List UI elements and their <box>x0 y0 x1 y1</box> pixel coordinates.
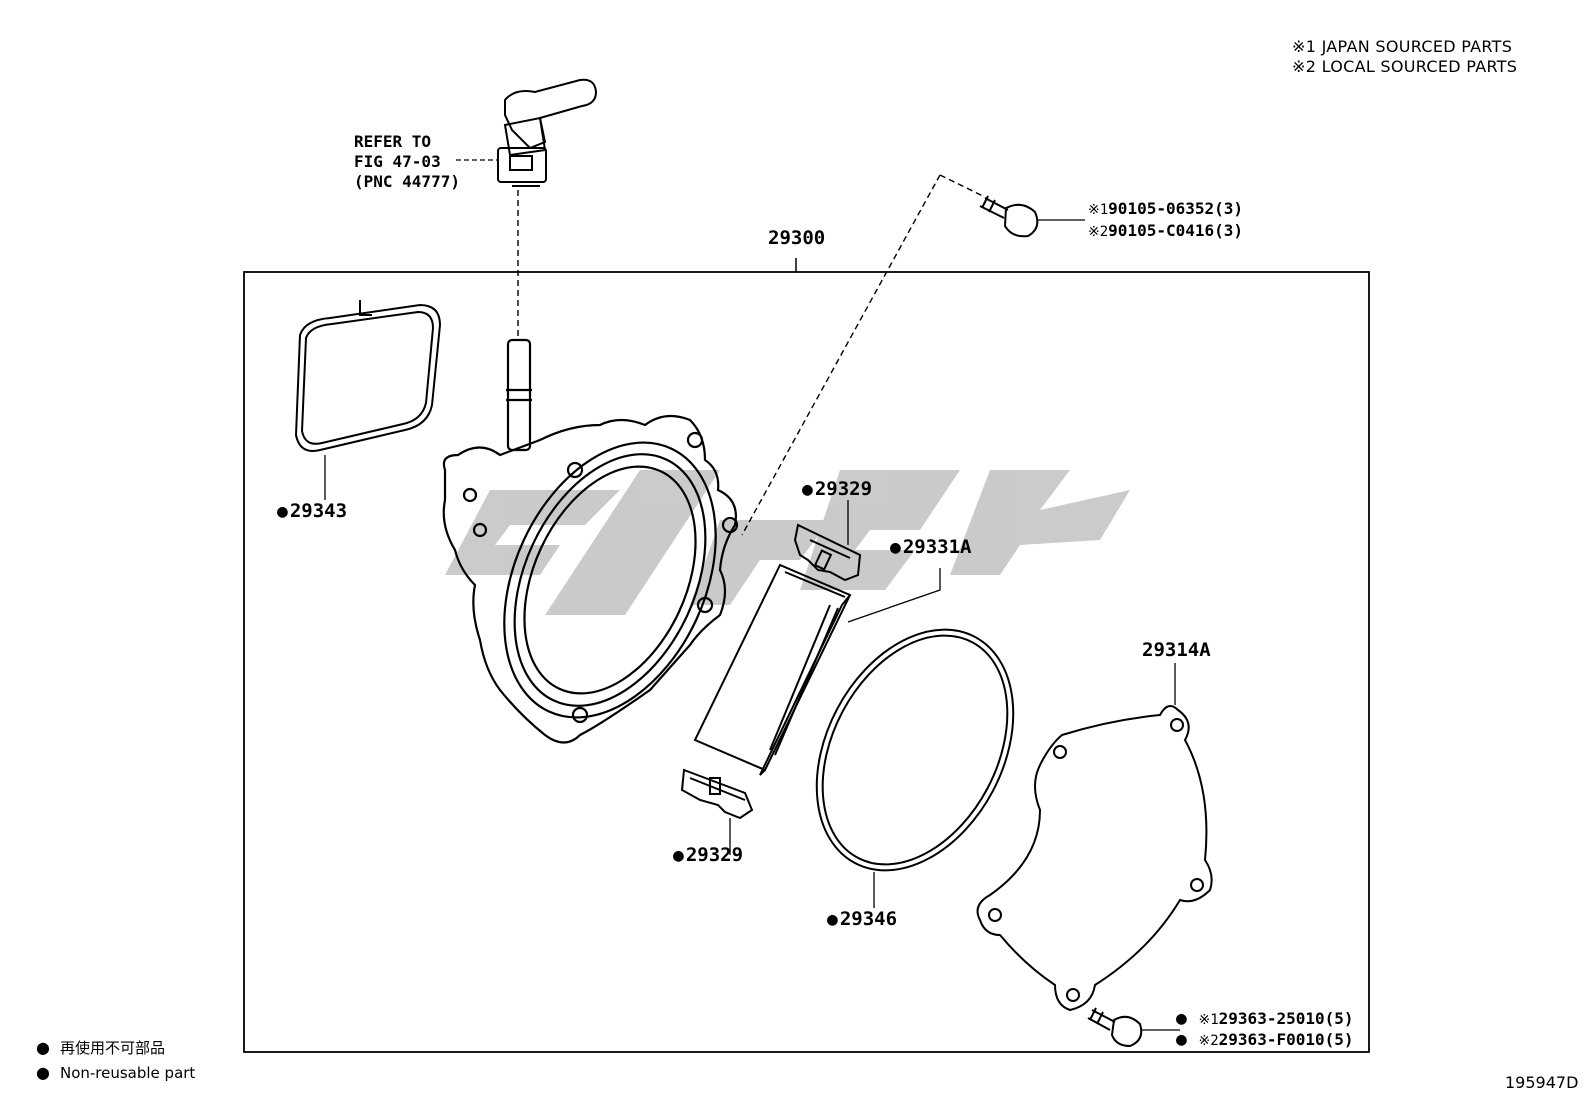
legend-bullet-icon: ● <box>36 1063 50 1082</box>
bolt-top-pn-1: ※190105-06352(3) <box>1088 199 1243 220</box>
bolt-bottom-sym-2: ※2 <box>1198 1033 1219 1049</box>
bolt-bottom-pn-2: ※229363-F0010(5) <box>1176 1030 1354 1051</box>
pump-housing <box>442 338 739 744</box>
refer-line-2: FIG 47-03 <box>354 152 441 171</box>
bolt-top-sym-2: ※2 <box>1088 224 1109 240</box>
assembly-label: 29300 <box>768 227 826 249</box>
bolt-top-pn-2-text: 90105-C0416(3) <box>1108 221 1244 240</box>
bolt-bottom-sym-1: ※1 <box>1198 1012 1219 1028</box>
part-label-29329-bottom: 29329 <box>673 846 743 865</box>
cover-29314A <box>976 705 1213 1012</box>
part-label-29346: 29346 <box>827 910 897 929</box>
watermark-logo <box>445 470 1130 615</box>
part-label-29343: 29343 <box>277 502 347 521</box>
bolt-dashed-line-2 <box>939 174 986 198</box>
legend-en: ● Non-reusable part <box>36 1063 195 1082</box>
o-ring-29346 <box>815 628 1015 872</box>
bolt-top-pn-1-text: 90105-06352(3) <box>1108 199 1244 218</box>
gasket-29343 <box>294 300 442 452</box>
note-japan-sourced: ※1 JAPAN SOURCED PARTS <box>1292 37 1513 56</box>
vane-29331A <box>693 563 852 776</box>
bolt-bottom-pn-2-text: 29363-F0010(5) <box>1218 1030 1354 1049</box>
bolt-bottom-pn-1-text: 29363-25010(5) <box>1218 1009 1354 1028</box>
hose-connector <box>497 78 598 187</box>
bolt-bottom <box>1087 1007 1143 1048</box>
part-label-29314A: 29314A <box>1142 639 1211 661</box>
bolt-top-pn-2: ※290105-C0416(3) <box>1088 221 1243 242</box>
rotor-seal-29329-top <box>793 523 862 582</box>
leader-29331A <box>847 568 941 623</box>
rotor-seal-29329-bottom <box>680 768 754 820</box>
part-label-29331A: 29331A <box>890 538 972 557</box>
legend-bullet-icon: ● <box>36 1038 50 1057</box>
bolt-top <box>979 195 1039 238</box>
legend-en-text: Non-reusable part <box>59 1064 196 1082</box>
part-label-29329-top: 29329 <box>802 480 872 499</box>
legend-jp: ● 再使用不可部品 <box>36 1037 165 1058</box>
bolt-dashed-line <box>741 174 941 536</box>
assembly-frame <box>243 271 1370 1053</box>
figure-id: 195947D <box>1505 1073 1579 1092</box>
refer-line-3: (PNC 44777) <box>354 172 460 191</box>
bolt-top-sym-1: ※1 <box>1088 202 1109 218</box>
bolt-bottom-pn-1: ※129363-25010(5) <box>1176 1009 1354 1030</box>
legend-jp-text: 再使用不可部品 <box>59 1039 165 1057</box>
note-local-sourced: ※2 LOCAL SOURCED PARTS <box>1292 57 1518 76</box>
refer-line-1: REFER TO <box>354 132 432 151</box>
